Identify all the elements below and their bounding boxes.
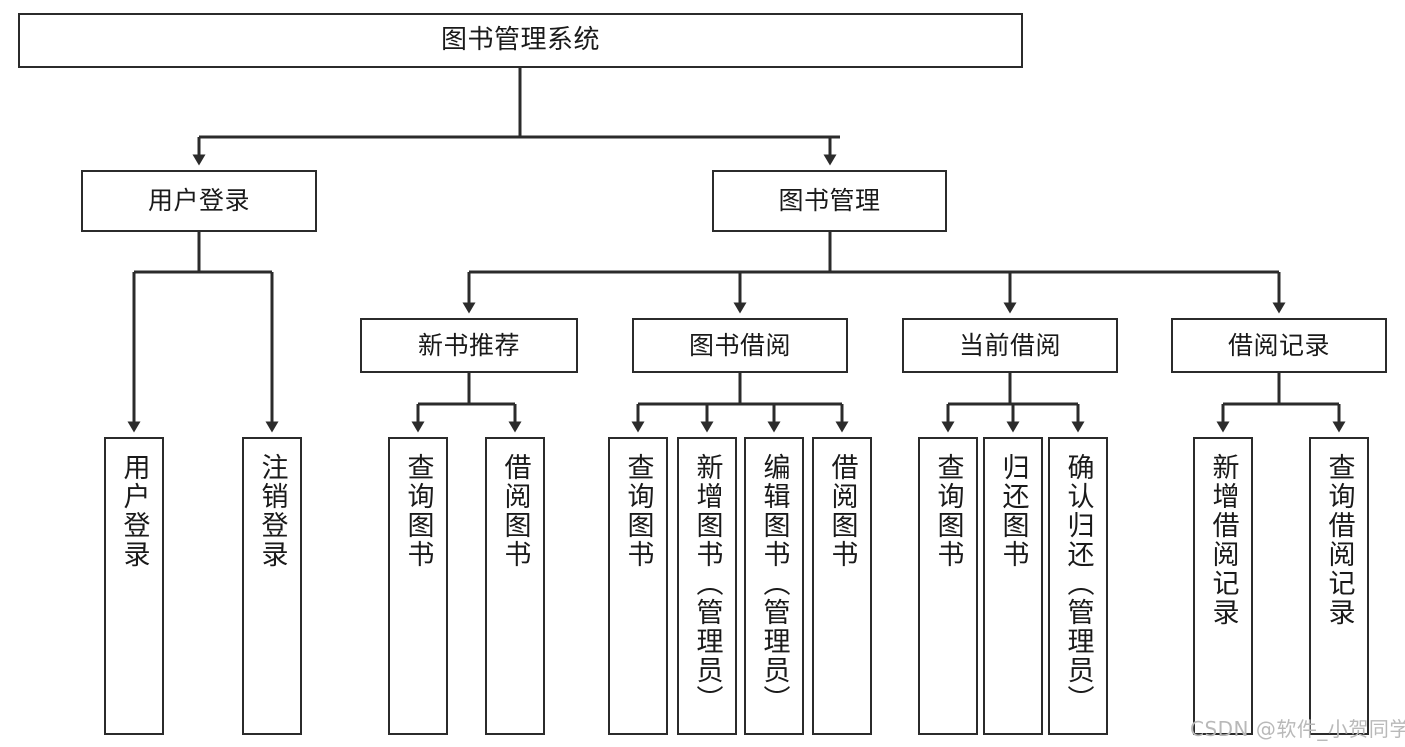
node-label: 查询图书 (622, 453, 654, 569)
node-label: 图书借阅 (688, 330, 791, 360)
node-label: 新书推荐 (417, 330, 520, 360)
node-leaf-confirm-return-admin[interactable]: 确认归还（管理员） (1048, 437, 1108, 735)
connector-group-record (1216, 373, 1346, 433)
node-book-management[interactable]: 图书管理 (712, 170, 947, 232)
connector-group-current-borrow (941, 373, 1085, 433)
node-leaf-query-borrow-record[interactable]: 查询借阅记录 (1309, 437, 1369, 735)
node-label: 新增借阅记录 (1207, 453, 1239, 627)
node-label: 图书管理系统 (440, 24, 600, 55)
node-label: 借阅图书 (499, 453, 531, 569)
node-leaf-borrow-books[interactable]: 借阅图书 (812, 437, 872, 735)
connector-group-root (192, 68, 840, 166)
node-label: 注销登录 (256, 453, 288, 569)
connector-group-book-manage (462, 232, 1286, 314)
connector-group-user-login (127, 232, 279, 433)
node-label: 图书管理 (778, 186, 881, 215)
node-leaf-add-book-admin[interactable]: 新增图书（管理员） (677, 437, 737, 735)
node-leaf-borrow-books-new[interactable]: 借阅图书 (485, 437, 545, 735)
node-label: 编辑图书（管理员） (758, 453, 790, 714)
node-leaf-edit-book-admin[interactable]: 编辑图书（管理员） (744, 437, 804, 735)
node-label: 查询借阅记录 (1323, 453, 1355, 627)
node-leaf-return-books[interactable]: 归还图书 (983, 437, 1043, 735)
node-root-book-management-system[interactable]: 图书管理系统 (18, 13, 1023, 68)
node-leaf-query-books-new[interactable]: 查询图书 (388, 437, 448, 735)
node-label: 新增图书（管理员） (691, 453, 723, 714)
node-current-borrowing[interactable]: 当前借阅 (902, 318, 1118, 373)
node-borrow-records[interactable]: 借阅记录 (1171, 318, 1387, 373)
node-leaf-logout[interactable]: 注销登录 (242, 437, 302, 735)
node-label: 查询图书 (402, 453, 434, 569)
node-label: 用户登录 (147, 186, 250, 215)
node-label: 用户登录 (118, 453, 150, 569)
node-label: 确认归还（管理员） (1062, 453, 1094, 714)
node-label: 当前借阅 (958, 330, 1061, 360)
node-label: 借阅记录 (1227, 330, 1330, 360)
node-leaf-add-borrow-record[interactable]: 新增借阅记录 (1193, 437, 1253, 735)
connector-group-new-book (411, 373, 522, 433)
node-label: 借阅图书 (826, 453, 858, 569)
node-book-borrowing[interactable]: 图书借阅 (632, 318, 848, 373)
node-label: 查询图书 (932, 453, 964, 569)
node-leaf-query-books-borrow[interactable]: 查询图书 (608, 437, 668, 735)
node-leaf-user-login[interactable]: 用户登录 (104, 437, 164, 735)
node-leaf-query-books-current[interactable]: 查询图书 (918, 437, 978, 735)
node-user-login[interactable]: 用户登录 (81, 170, 317, 232)
node-label: 归还图书 (997, 453, 1029, 569)
node-new-book-recommendation[interactable]: 新书推荐 (360, 318, 578, 373)
connector-group-borrow (631, 373, 849, 433)
